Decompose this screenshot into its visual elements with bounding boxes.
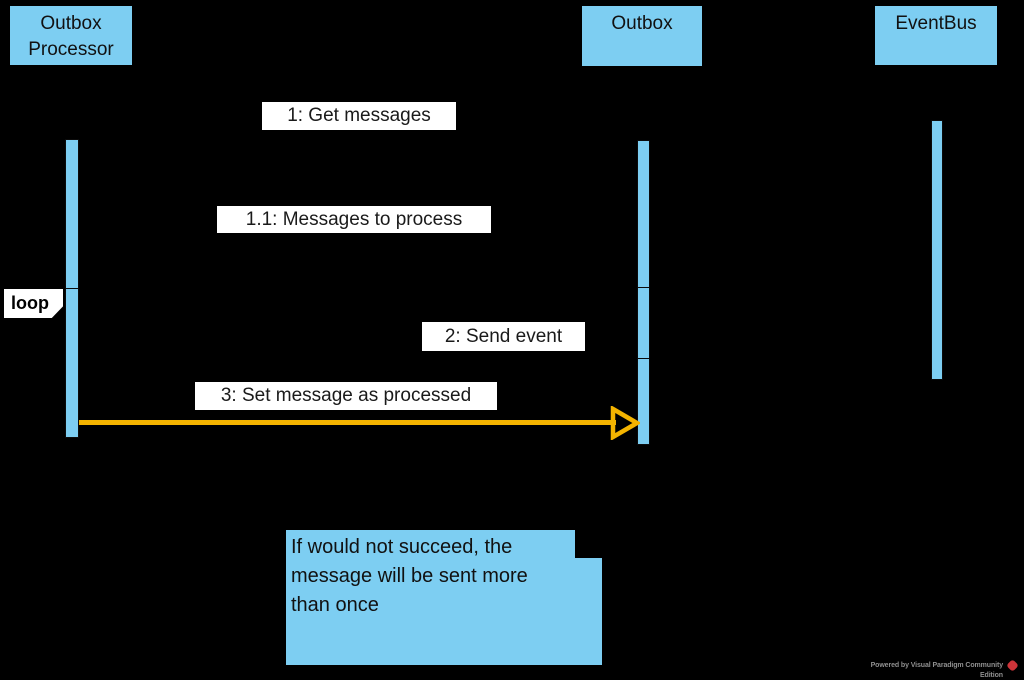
- message-label-send-event: 2: Send event: [422, 322, 585, 351]
- activation-bar-outbox-segment-1: [637, 140, 650, 288]
- activation-bar-processor-segment-2: [65, 288, 79, 438]
- participant-eventbus: EventBus: [873, 4, 999, 67]
- participant-outbox-processor: Outbox Processor: [8, 4, 134, 67]
- participant-outbox: Outbox: [580, 4, 704, 68]
- message-arrow-line: [79, 420, 616, 425]
- visual-paradigm-logo-icon: [1006, 659, 1019, 672]
- activation-bar-outbox-segment-3: [637, 358, 650, 445]
- note-text: If would not succeed, the message will b…: [291, 536, 528, 616]
- note-shape: [284, 528, 604, 667]
- activation-bar-eventbus: [931, 120, 943, 380]
- watermark-text: Powered by Visual Paradigm Community Edi…: [870, 662, 1004, 679]
- message-arrow-head-icon: [610, 406, 640, 440]
- message-label-get-messages: 1: Get messages: [262, 102, 456, 130]
- message-label-set-message-processed: 3: Set message as processed: [195, 382, 497, 410]
- activation-bar-outbox-segment-2: [637, 287, 650, 359]
- loop-fragment-operator: loop: [4, 289, 63, 318]
- message-label-messages-to-process: 1.1: Messages to process: [217, 206, 491, 233]
- activation-bar-processor-segment-1: [65, 139, 79, 289]
